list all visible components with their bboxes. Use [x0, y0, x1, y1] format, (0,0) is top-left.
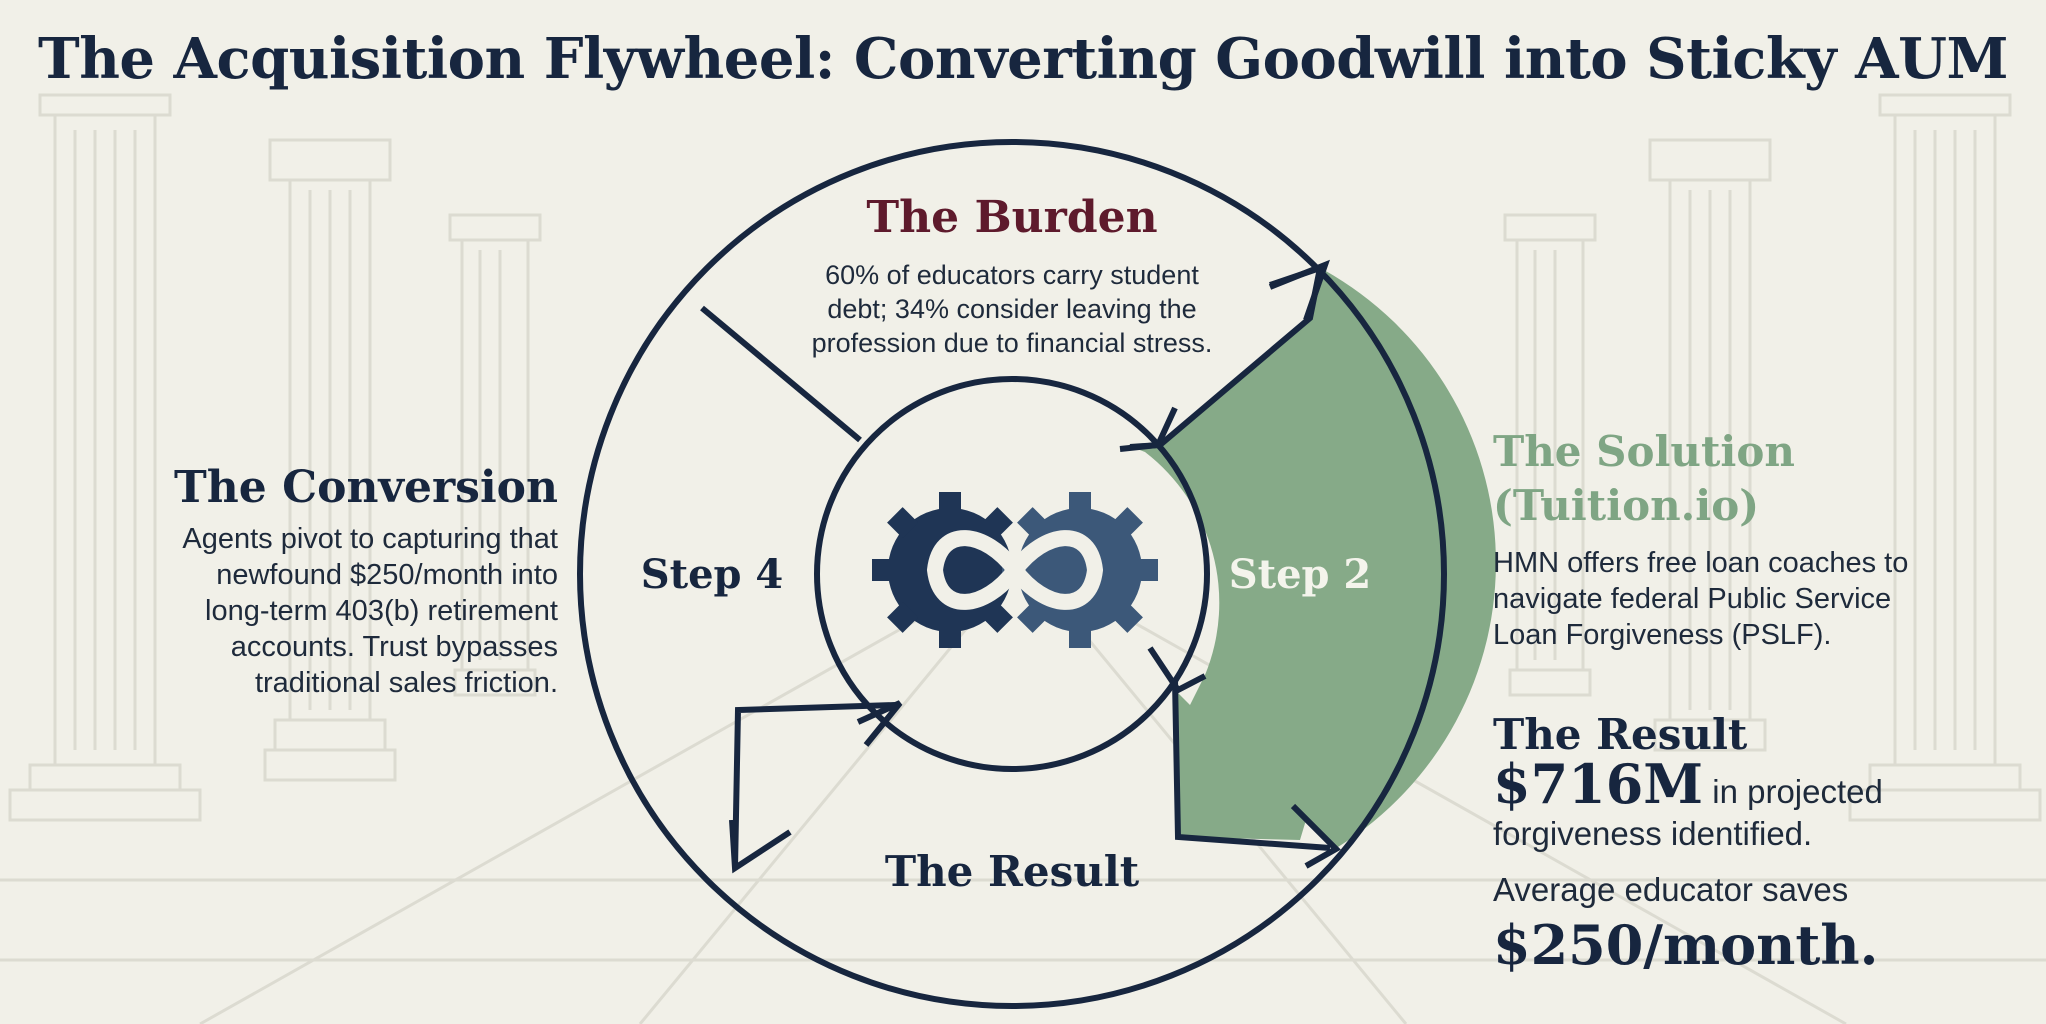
- conversion-line-2: newfound $250/month into: [216, 559, 558, 591]
- result-amount-line: $716M in projected: [1493, 757, 2013, 813]
- infinity-gears-icon: [872, 492, 1158, 648]
- conversion-block: The Conversion Agents pivot to capturing…: [100, 462, 558, 701]
- solution-block: The Solution (Tuition.io) HMN offers fre…: [1493, 425, 1963, 653]
- result-heading: The Result: [1493, 710, 1748, 759]
- burden-line-1: 60% of educators carry student: [825, 260, 1199, 290]
- conversion-line-4: accounts. Trust bypasses: [230, 631, 558, 663]
- conversion-line-1: Agents pivot to capturing that: [182, 523, 558, 555]
- solution-line-2: navigate federal Public Service: [1493, 583, 1892, 615]
- conversion-line-5: traditional sales friction.: [254, 667, 558, 699]
- page-title: The Acquisition Flywheel: Converting Goo…: [38, 26, 2008, 92]
- step-2-label: Step 2: [1229, 551, 1372, 598]
- result-line-3: Average educator saves: [1493, 871, 1849, 908]
- result-label: The Result: [885, 847, 1140, 896]
- solution-subtitle: (Tuition.io): [1493, 481, 1760, 530]
- burden-line-2: debt; 34% consider leaving the: [827, 294, 1196, 324]
- result-monthly: $250/month.: [1493, 913, 1879, 977]
- result-line-2: forgiveness identified.: [1493, 815, 1813, 852]
- result-block: The Result $716M in projected forgivenes…: [1493, 710, 2013, 977]
- inner-ring: [814, 376, 1210, 772]
- burden-heading: The Burden: [866, 192, 1157, 243]
- solution-heading: The Solution (Tuition.io): [1493, 425, 1963, 533]
- solution-line-3: Loan Forgiveness (PSLF).: [1493, 619, 1832, 651]
- result-amount: $716M: [1493, 752, 1704, 816]
- solution-line-1: HMN offers free loan coaches to: [1493, 547, 1909, 579]
- step-4-label: Step 4: [641, 551, 784, 598]
- step2-segment: [1132, 270, 1496, 847]
- burden-line-3: profession due to financial stress.: [812, 328, 1213, 358]
- solution-title: The Solution: [1493, 427, 1795, 476]
- result-amount-suffix: in projected: [1703, 773, 1883, 810]
- outer-ring: [577, 139, 1447, 1009]
- conversion-heading: The Conversion: [174, 462, 558, 513]
- conversion-line-3: long-term 403(b) retirement: [205, 595, 558, 627]
